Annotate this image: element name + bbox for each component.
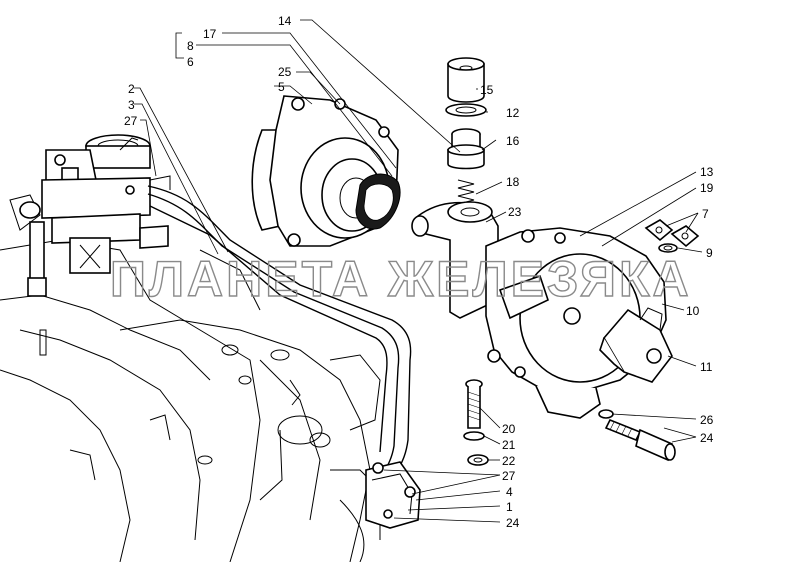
callout-11: 11 [700, 360, 713, 374]
engine-block-drawing [0, 194, 381, 562]
vacuum-regulator-drawing [411, 201, 499, 319]
washers-drawing [644, 219, 700, 253]
callout-26: 26 [700, 413, 714, 427]
callout-8: 8 [187, 39, 194, 53]
callout-14: 14 [278, 14, 292, 28]
callout-18: 18 [506, 175, 520, 189]
callout-24-lower: 24 [506, 516, 520, 530]
callout-21: 21 [502, 438, 516, 452]
callout-25: 25 [278, 65, 292, 79]
callout-5: 5 [278, 80, 285, 94]
callout-22: 22 [502, 454, 516, 468]
carburetor-drawing [19, 134, 171, 297]
callout-23: 23 [508, 205, 522, 219]
callout-4: 4 [506, 485, 513, 499]
adjusting-screw-drawing [598, 409, 676, 462]
callout-13: 13 [700, 165, 714, 179]
callout-10: 10 [686, 304, 700, 318]
callout-15: 15 [480, 83, 494, 97]
bolt-drawing [463, 379, 489, 466]
vacuum-tube-drawing [147, 185, 412, 473]
callout-17: 17 [203, 27, 217, 41]
callout-16: 16 [506, 134, 520, 148]
callout-9: 9 [706, 246, 713, 260]
vacuum-cap-stack-drawing [445, 57, 487, 205]
watermark: ПЛАНЕТА ЖЕЛЕЗЯКА [110, 251, 692, 307]
callout-12: 12 [506, 106, 520, 120]
vacuum-corrector-drawing [365, 461, 421, 529]
callout-27-lower: 27 [502, 469, 516, 483]
callout-19: 19 [700, 181, 714, 195]
callout-1: 1 [506, 500, 513, 514]
distributor-drive-housing-drawing [251, 95, 401, 247]
leader-lines [134, 19, 703, 523]
callout-6: 6 [187, 55, 194, 69]
callout-20: 20 [502, 422, 516, 436]
callout-3: 3 [128, 98, 135, 112]
callout-7: 7 [702, 207, 709, 221]
distributor-body-drawing [485, 227, 673, 419]
callout-labels: 17 8 6 14 25 5 2 3 27 15 12 16 18 23 13 … [124, 14, 714, 530]
callout-2: 2 [128, 82, 135, 96]
callout-27-upper: 27 [124, 114, 138, 128]
callout-24-right: 24 [700, 431, 714, 445]
